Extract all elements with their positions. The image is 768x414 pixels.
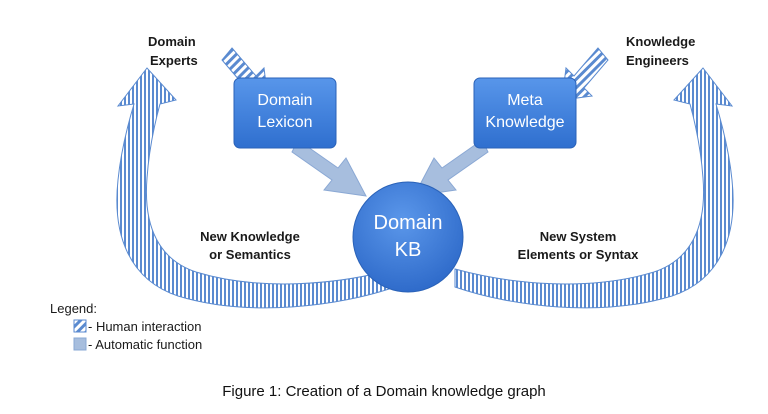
meta-label-2: Knowledge [485, 114, 564, 131]
figure-caption: Figure 1: Creation of a Domain knowledge… [222, 383, 546, 400]
human-swatch-icon [73, 319, 87, 333]
legend-automatic: - Automatic function [88, 337, 202, 352]
legend-title: Legend: [50, 301, 97, 316]
kb-label-2: KB [395, 239, 422, 261]
automatic-swatch-icon [73, 337, 87, 351]
right-cycle-arrow [454, 67, 734, 309]
domain-lexicon-node: Domain Lexicon [233, 77, 337, 149]
meta-knowledge-node: Meta Knowledge [473, 77, 577, 149]
left-cycle-label-1: New Knowledge [200, 229, 300, 244]
left-cycle-label-2: or Semantics [209, 247, 291, 262]
lexicon-label-1: Domain [257, 92, 312, 109]
domain-experts-label-2: Experts [150, 53, 198, 68]
knowledge-engineers-label-2: Engineers [626, 53, 689, 68]
kb-label-1: Domain [374, 212, 443, 234]
right-cycle-label-2: Elements or Syntax [518, 247, 639, 262]
legend: Legend: - Human interaction - Automatic … [50, 301, 202, 352]
knowledge-engineers-label-1: Knowledge [626, 34, 695, 49]
meta-label-1: Meta [507, 92, 543, 109]
domain-kb-node: Domain KB [352, 181, 464, 293]
legend-human: - Human interaction [88, 319, 201, 334]
lexicon-label-2: Lexicon [257, 114, 312, 131]
left-cycle-arrow [116, 67, 396, 309]
domain-experts-label-1: Domain [148, 34, 196, 49]
right-cycle-label-1: New System [540, 229, 617, 244]
lexicon-to-kb-arrow [291, 139, 367, 197]
